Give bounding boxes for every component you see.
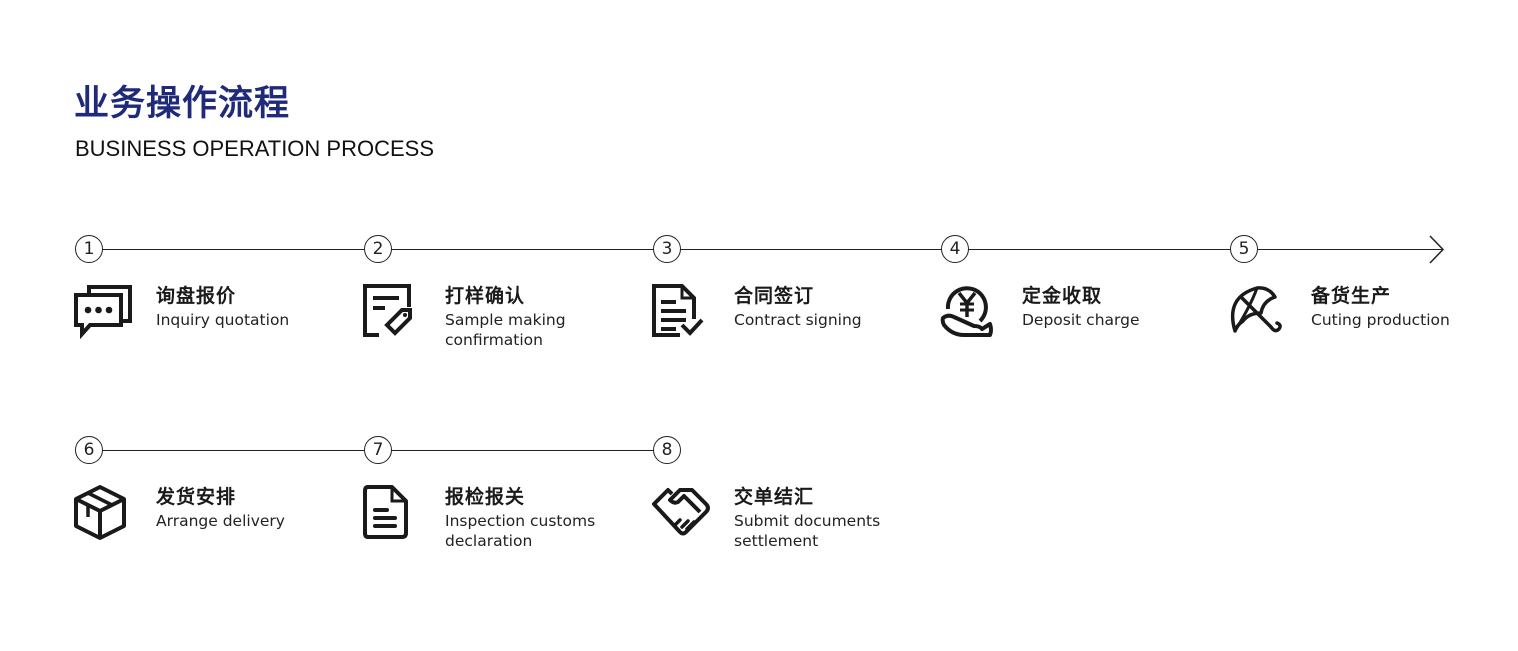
step-title-zh: 打样确认	[445, 285, 526, 307]
step-number-7: 7	[364, 436, 392, 464]
handshake-icon	[652, 488, 710, 536]
step-submit-documents: 交单结汇 Submit documents settlement	[652, 484, 932, 564]
step-number-2: 2	[364, 235, 392, 263]
step-title-en: Deposit charge	[1022, 311, 1140, 329]
step-title-en: Sample making confirmation	[445, 311, 566, 349]
step-title-zh: 发货安排	[156, 486, 237, 508]
step-number-6: 6	[75, 436, 103, 464]
arrow-right-icon	[1429, 235, 1445, 264]
step-title-zh: 合同签订	[734, 285, 815, 307]
step-cutting-production: 备货生产 Cuting production	[1229, 283, 1509, 363]
page-title: 业务操作流程	[74, 84, 291, 124]
step-arrange-delivery: 发货安排 Arrange delivery	[74, 484, 354, 564]
step-title-en: Inspection customs declaration	[445, 512, 596, 550]
umbrella-icon	[1230, 286, 1282, 333]
step-title-zh: 定金收取	[1022, 285, 1103, 307]
step-number-5: 5	[1230, 235, 1258, 263]
box-icon	[74, 485, 126, 540]
step-title-en: Cuting production	[1311, 311, 1450, 329]
step-title-en: Contract signing	[734, 311, 862, 329]
document-lines-icon	[363, 485, 408, 539]
yen-coin-hand-icon	[940, 286, 993, 337]
step-inspection-customs: 报检报关 Inspection customs declaration	[363, 484, 643, 564]
step-number-8: 8	[653, 436, 681, 464]
step-inquiry-quotation: 询盘报价 Inquiry quotation	[74, 283, 354, 363]
step-number-1: 1	[75, 235, 103, 263]
step-number-4: 4	[941, 235, 969, 263]
step-deposit-charge: 定金收取 Deposit charge	[940, 283, 1220, 363]
step-title-en: Arrange delivery	[156, 512, 285, 530]
step-contract-signing: 合同签订 Contract signing	[652, 283, 932, 363]
chat-bubbles-icon	[74, 285, 132, 340]
timeline-track-row-1	[89, 249, 1442, 250]
document-tag-icon	[363, 284, 412, 337]
step-title-zh: 询盘报价	[156, 285, 237, 307]
page-subtitle: BUSINESS OPERATION PROCESS	[75, 136, 435, 161]
step-title-zh: 报检报关	[445, 486, 526, 508]
step-number-3: 3	[653, 235, 681, 263]
step-title-zh: 备货生产	[1311, 285, 1392, 307]
step-title-zh: 交单结汇	[734, 486, 815, 508]
step-sample-confirmation: 打样确认 Sample making confirmation	[363, 283, 643, 363]
step-title-en: Inquiry quotation	[156, 311, 290, 329]
step-title-en: Submit documents settlement	[734, 512, 881, 550]
document-check-icon	[652, 284, 704, 337]
